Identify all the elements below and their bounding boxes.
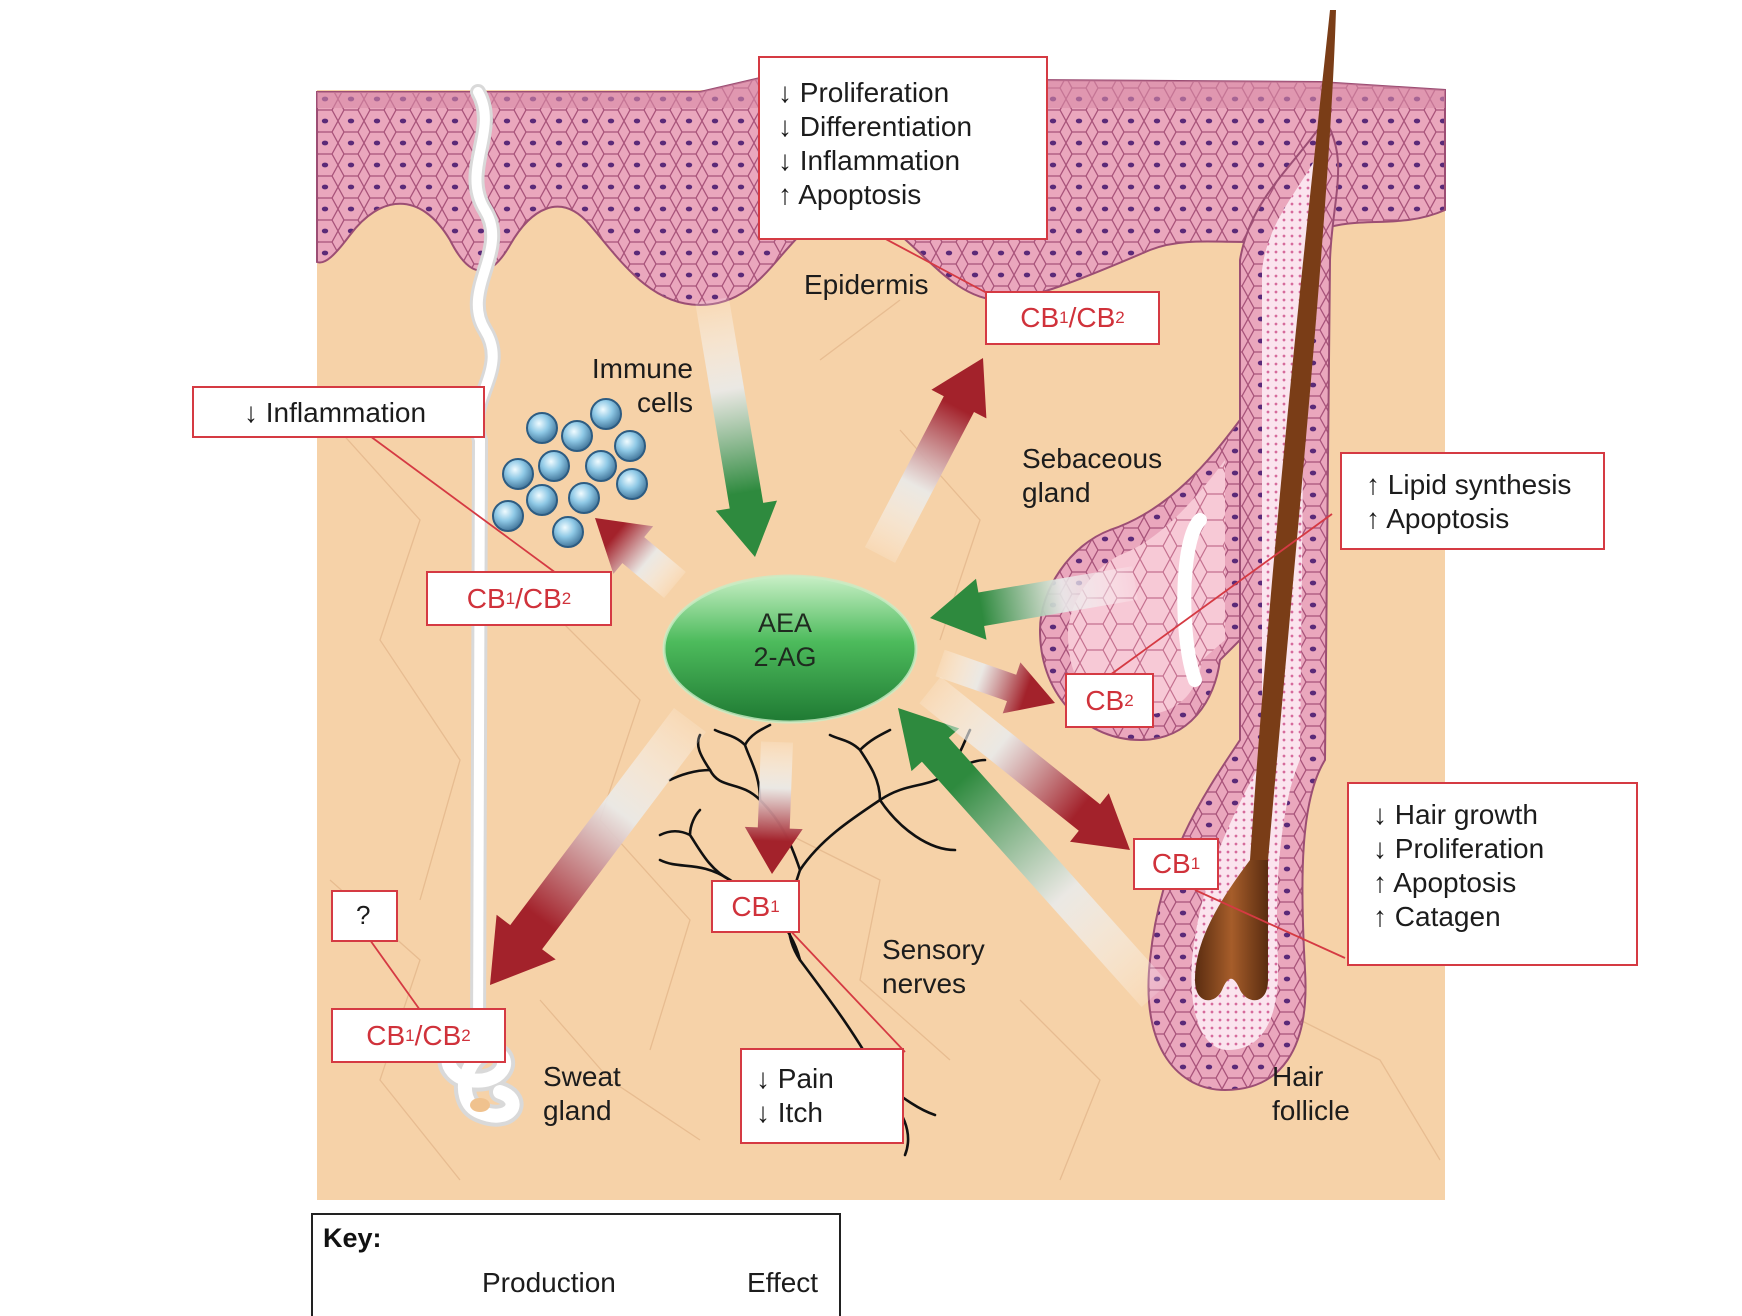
production-arrow-sebaceous — [930, 566, 1138, 640]
center-label: AEA 2-AG — [660, 606, 910, 696]
label-hair-follicle: Hair follicle — [1272, 1061, 1350, 1126]
effect-arrow-immune — [595, 518, 686, 598]
connector-lines — [369, 235, 1346, 1053]
immune-cells — [492, 398, 648, 548]
production-arrow-hair — [898, 708, 1169, 1007]
label-sensory-nerves: Sensory nerves — [882, 934, 985, 999]
effect-arrow-sebaceous — [935, 649, 1055, 714]
center-ellipse — [664, 576, 916, 722]
key-effect-label: Effect — [747, 1267, 819, 1298]
center-aea: AEA — [757, 608, 813, 638]
label-epidermis: Epidermis — [804, 269, 929, 300]
effect-box-hair: ↓ Hair growth ↓ Proliferation ↑ Apoptosi… — [1347, 782, 1638, 966]
hair-bulb — [1195, 860, 1268, 1001]
production-arrow-epidermis — [695, 297, 777, 557]
effect-box-sebaceous: ↑ Lipid synthesis ↑ Apoptosis — [1340, 452, 1605, 550]
effect-arrow-epidermis — [864, 358, 987, 563]
label-sweat-gland: Sweat gland — [543, 1061, 621, 1126]
effect-arrow-sweat — [490, 708, 706, 985]
effect-box-immune: ↓ Inflammation — [192, 386, 485, 438]
label-sebaceous-gland: Sebaceous gland — [1022, 443, 1163, 508]
follicle-inner — [1191, 150, 1323, 1050]
effect-box-sweat: ? — [331, 890, 398, 942]
center-2ag: 2-AG — [753, 642, 817, 672]
key-production-label: Production — [482, 1267, 616, 1298]
effect-box-nerve: ↓ Pain ↓ Itch — [740, 1048, 904, 1144]
effect-arrow-hair — [919, 676, 1130, 850]
effect-arrow-nerve — [744, 741, 803, 874]
key-legend: Key: Production Effect — [311, 1213, 841, 1316]
key-title: Key: — [323, 1223, 382, 1253]
effect-box-epidermis: ↓ Proliferation ↓ Differentiation ↓ Infl… — [758, 56, 1048, 240]
label-immune-cells: Immune cells — [591, 353, 693, 418]
